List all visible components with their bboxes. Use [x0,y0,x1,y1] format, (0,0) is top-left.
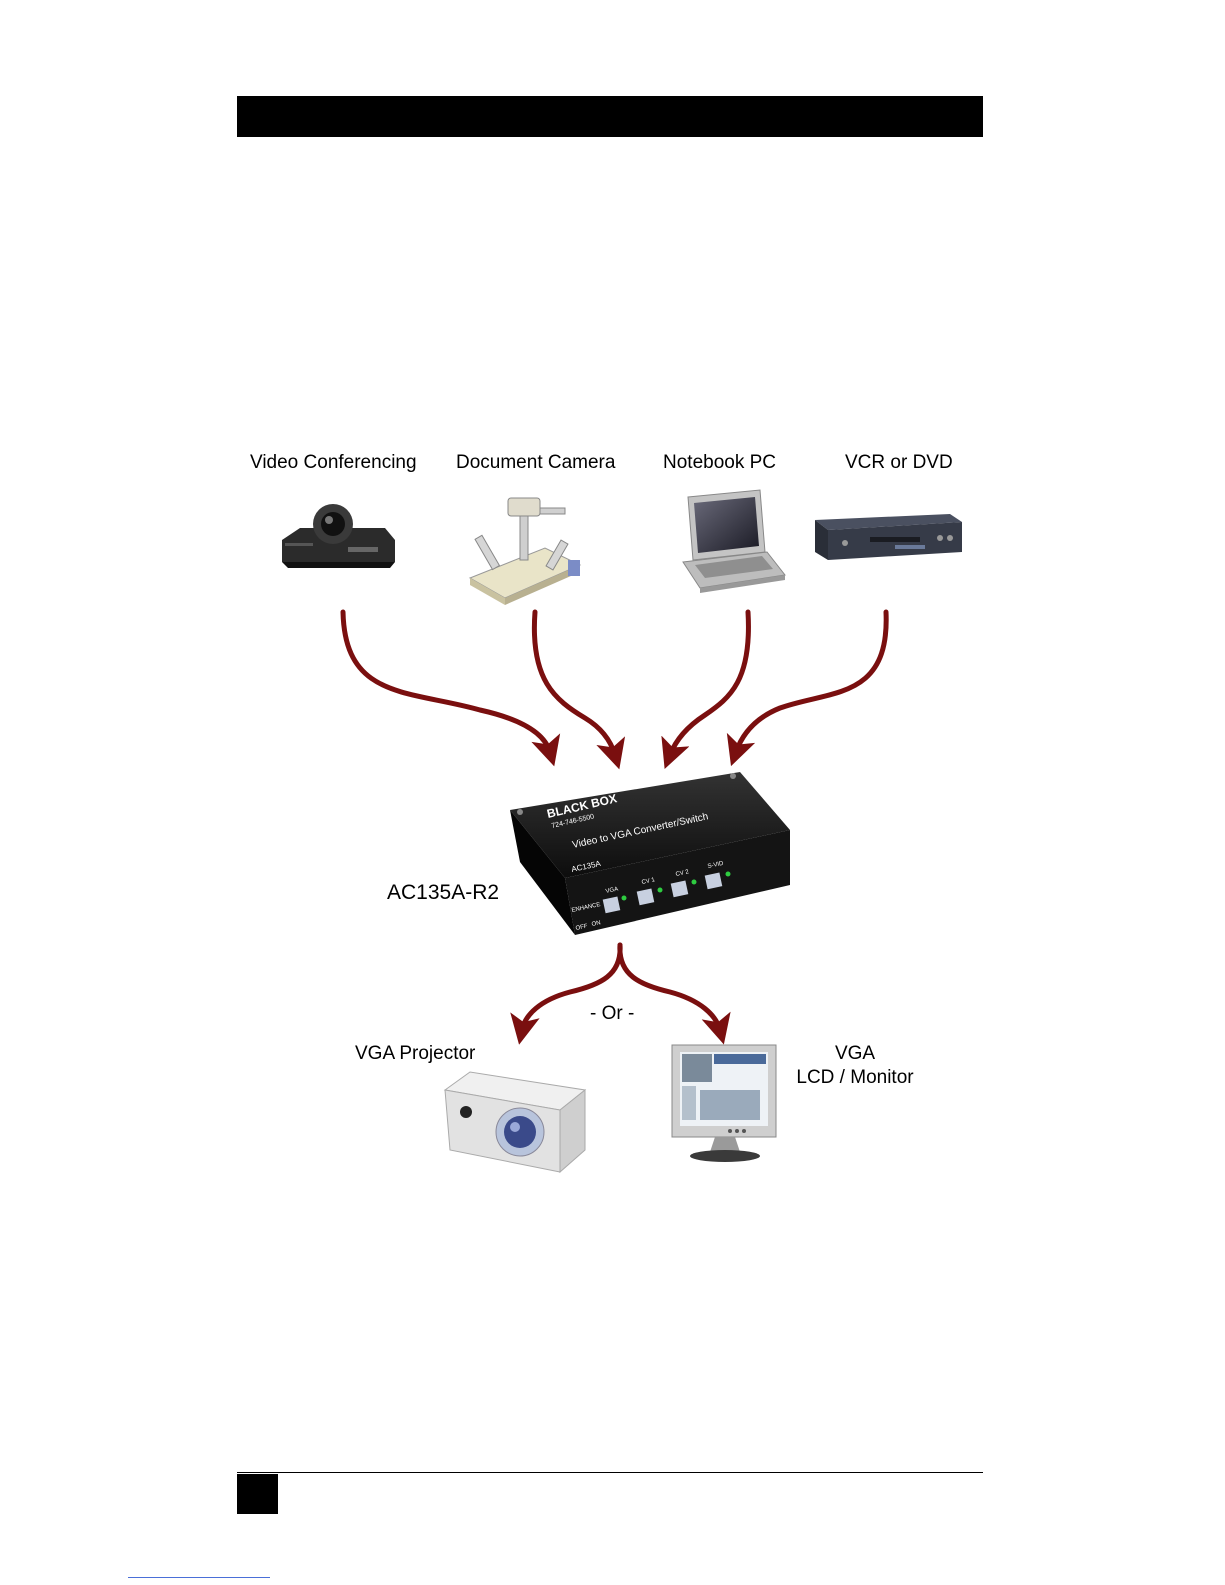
vga-projector-icon [445,1072,585,1172]
video-conferencing-camera-icon [282,504,395,568]
arrow-vcr-dvd-to-switch [736,612,886,752]
output-label-vga-monitor-line1: VGA [790,1043,920,1065]
arrow-document-camera-to-switch [534,612,615,755]
output-label-vga-projector: VGA Projector [355,1043,475,1065]
arrow-notebook-pc-to-switch [670,612,748,755]
arrow-video-conferencing-to-switch [343,612,550,752]
bottom-link-underline [128,1577,270,1578]
vcr-dvd-player-icon [815,514,962,560]
output-label-vga-monitor-line2: LCD / Monitor [775,1067,935,1089]
converter-switch-box: BLACK BOX 724-746-5500 Video to VGA Conv… [510,772,790,935]
footer-rule [237,1472,983,1473]
output-separator: - Or - [590,1003,634,1025]
device-model-label: AC135A-R2 [387,882,499,904]
page-number-box [237,1474,278,1514]
lcd-monitor-icon [672,1045,776,1162]
document-camera-icon [470,498,580,605]
notebook-pc-icon [683,490,785,593]
arrow-switch-to-monitor [620,945,720,1030]
